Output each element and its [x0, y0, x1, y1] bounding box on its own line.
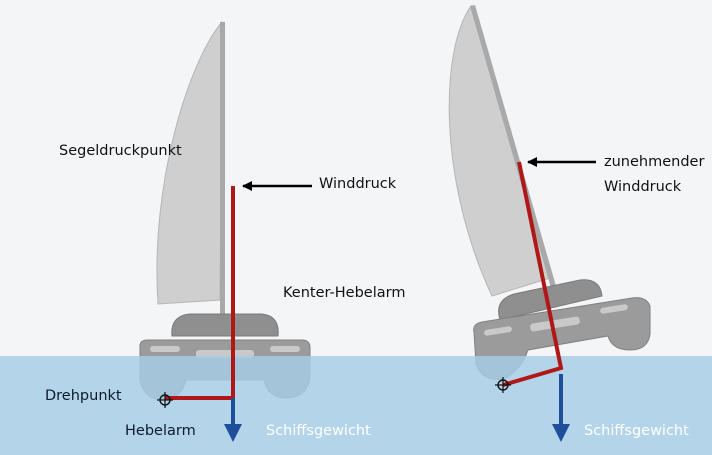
right-pivot-icon: [495, 377, 511, 393]
right-forces: [495, 157, 596, 442]
right-lever-arm: [502, 161, 564, 387]
right-cabin: [498, 279, 603, 321]
right-hull-window-1: [484, 326, 512, 336]
left-cabin: [171, 313, 279, 337]
water-surface: [0, 356, 712, 455]
label-hebelarm: Hebelarm: [125, 423, 196, 439]
label-segeldruckpunkt: Segeldruckpunkt: [59, 143, 182, 159]
left-hull-window-2: [270, 346, 300, 352]
left-sail: [156, 20, 223, 305]
right-sail: [448, 4, 551, 297]
right-hull-window-3: [530, 316, 580, 332]
label-kenter-hebelarm: Kenter-Hebelarm: [283, 285, 406, 301]
left-weight-arrow-head: [224, 424, 242, 442]
left-catamaran: [139, 20, 311, 401]
right-catamaran: [448, 4, 651, 380]
left-hull-window-1: [150, 346, 180, 352]
label-zunehmender-winddruck: Winddruck: [604, 179, 682, 195]
label-schiffsgewicht-right: Schiffsgewicht: [584, 423, 689, 439]
right-weight-arrow-head: [552, 424, 570, 442]
left-pivot-icon: [157, 392, 173, 408]
label-drehpunkt: Drehpunkt: [45, 388, 122, 404]
label-schiffsgewicht-left: Schiffsgewicht: [266, 423, 371, 439]
label-zunehmender: zunehmender: [604, 154, 705, 170]
left-mast: [220, 22, 225, 322]
right-hull-window-2: [600, 304, 628, 314]
left-forces: [157, 181, 312, 442]
right-mast: [470, 5, 556, 288]
label-winddruck: Winddruck: [319, 176, 397, 192]
